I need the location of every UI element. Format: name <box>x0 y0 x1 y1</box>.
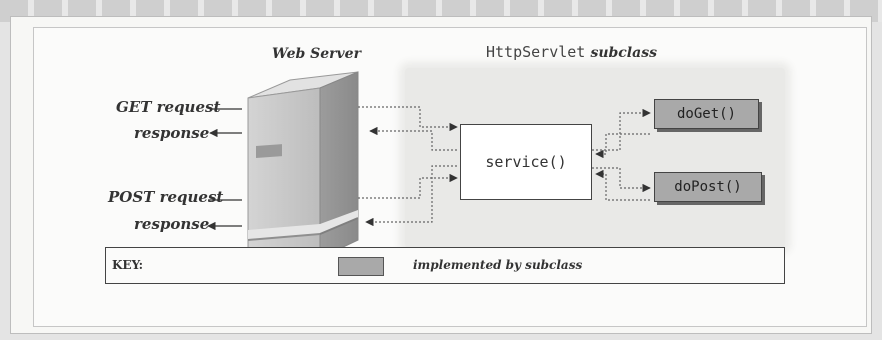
server-tower-icon <box>247 71 359 263</box>
servlet-class-name: HttpServlet <box>486 43 586 61</box>
doget-to-service <box>595 133 650 159</box>
doget-method-box: doGet() <box>654 99 759 129</box>
key-swatch-label: implemented by subclass <box>413 258 583 272</box>
key-title: KEY: <box>112 258 144 272</box>
post-response-label: response <box>134 215 210 233</box>
post-request-flow <box>358 173 458 199</box>
dopost-method-box: doPost() <box>654 172 762 202</box>
get-response-label: response <box>134 124 210 142</box>
get-request-flow <box>358 106 458 132</box>
web-server-label: Web Server <box>272 46 361 62</box>
key-legend: KEY: implemented by subclass <box>105 247 785 284</box>
servlet-title: HttpServlet subclass <box>486 42 657 61</box>
subclass-swatch <box>338 257 384 276</box>
post-request-label: POST request <box>108 188 224 206</box>
get-request-label: GET request <box>116 98 221 116</box>
dopost-to-service <box>595 169 650 201</box>
post-response-flow <box>365 165 457 227</box>
servlet-subclass-word: subclass <box>590 45 657 61</box>
get-response-flow <box>369 126 457 151</box>
service-to-doget <box>592 108 651 151</box>
service-to-dopost <box>592 167 651 193</box>
service-method-box: service() <box>460 124 592 200</box>
